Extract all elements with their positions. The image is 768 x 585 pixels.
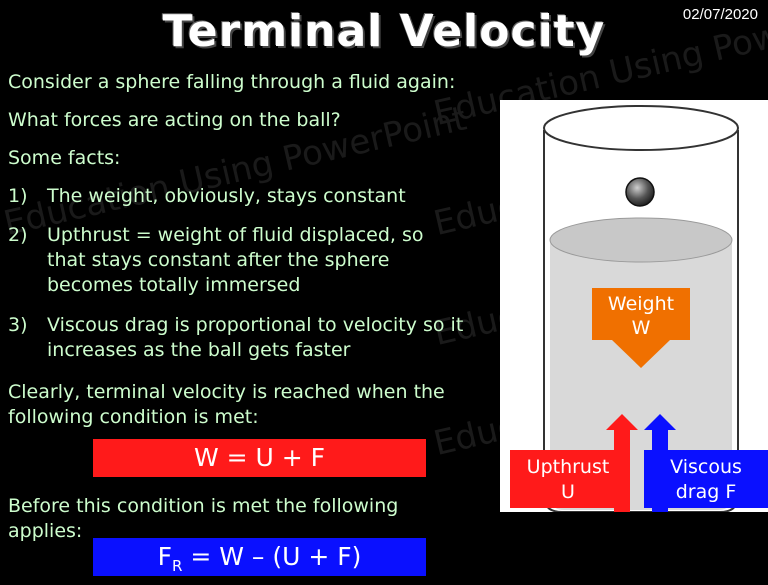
fact-number: 3) [8, 314, 28, 336]
slide-date: 02/07/2020 [682, 6, 758, 23]
ball [625, 177, 655, 207]
facts-heading: Some facts: [8, 147, 121, 169]
eq-rhs: = W – (U + F) [182, 542, 362, 571]
before-condition-text: Before this condition is met the followi… [8, 495, 399, 542]
upthrust-symbol: U [561, 481, 575, 503]
eq-subscript: R [171, 557, 183, 575]
fact-number: 2) [8, 224, 28, 246]
beaker-rim [543, 105, 739, 151]
resultant-force-equation: FR = W – (U + F) [93, 538, 426, 576]
weight-label: Weight [607, 293, 675, 315]
intro-line: Consider a sphere falling through a flui… [8, 71, 456, 93]
fact-text: The weight, obviously, stays constant [47, 185, 406, 207]
eq-lhs: F [157, 542, 172, 571]
upthrust-label: Upthrust [526, 456, 610, 478]
upthrust-box [510, 450, 626, 508]
condition-text: Clearly, terminal velocity is reached wh… [8, 381, 445, 428]
falling-sphere-diagram: Weight W Upthrust U Viscous drag F [500, 100, 768, 513]
terminal-condition-equation: W = U + F [93, 439, 426, 477]
fluid-surface [549, 217, 733, 263]
weight-symbol: W [631, 317, 651, 339]
fact-number: 1) [8, 185, 28, 207]
fact-text: Upthrust = weight of fluid displaced, so… [47, 224, 424, 296]
question-line: What forces are acting on the ball? [8, 109, 341, 131]
drag-label-line2: drag F [675, 481, 737, 503]
drag-label: Viscous [670, 456, 742, 478]
fact-text: Viscous drag is proportional to velocity… [47, 314, 464, 361]
weight-arrow [592, 288, 690, 368]
slide-title: Terminal Velocity [162, 6, 606, 57]
drag-box [644, 450, 768, 508]
